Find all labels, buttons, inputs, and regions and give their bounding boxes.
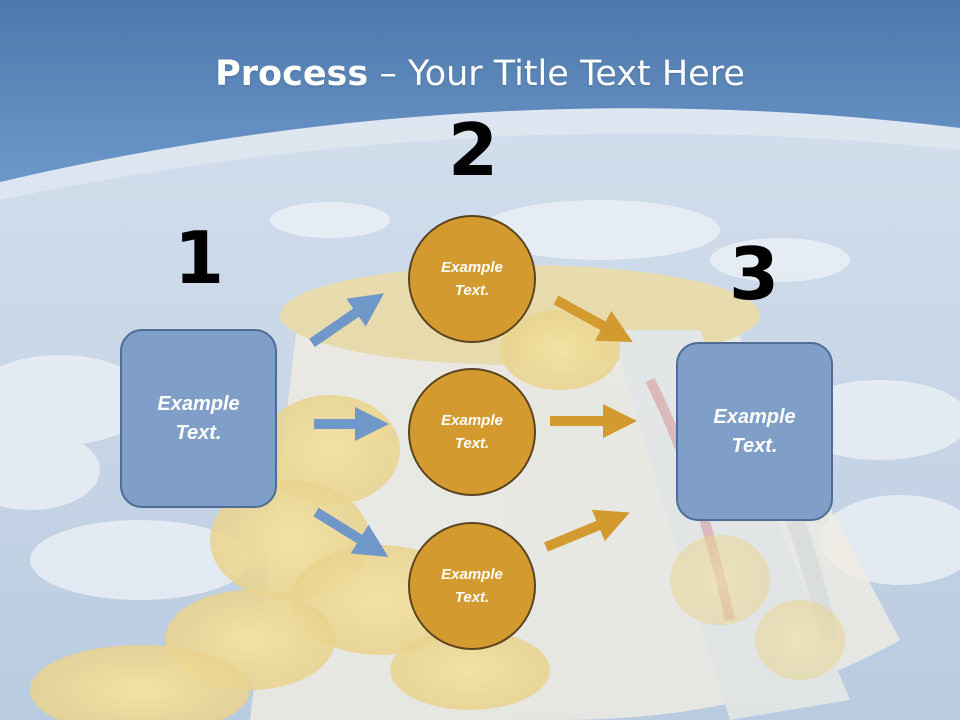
header-highlight (0, 108, 960, 200)
circle-bottom: Example Text. (408, 522, 536, 650)
arrow-from-circle-top (553, 295, 633, 343)
step-number-3: 3 (728, 232, 780, 316)
circle-middle-label: Example Text. (441, 412, 503, 452)
arrow-to-circle-top (309, 293, 384, 348)
right-box: Example Text. (676, 342, 833, 521)
step-number-2: 2 (447, 108, 499, 192)
slide-title: Process – Your Title Text Here (0, 52, 960, 96)
step-number-1: 1 (173, 216, 225, 300)
title-bold: Process (215, 54, 369, 94)
circle-bottom-label: Example Text. (441, 566, 503, 606)
clouds (0, 200, 960, 600)
popcorn-kernels (30, 310, 845, 720)
title-rest: – Your Title Text Here (368, 54, 745, 94)
left-box-label: Example Text. (157, 392, 240, 444)
circle-middle: Example Text. (408, 368, 536, 496)
right-box-label: Example Text. (713, 405, 796, 457)
circle-top: Example Text. (408, 215, 536, 343)
header-band (0, 0, 960, 182)
left-box: Example Text. (120, 329, 277, 508)
arrow-to-circle-bottom (313, 507, 389, 557)
arrow-from-circle-bottom (544, 509, 630, 552)
circle-top-label: Example Text. (441, 259, 503, 299)
